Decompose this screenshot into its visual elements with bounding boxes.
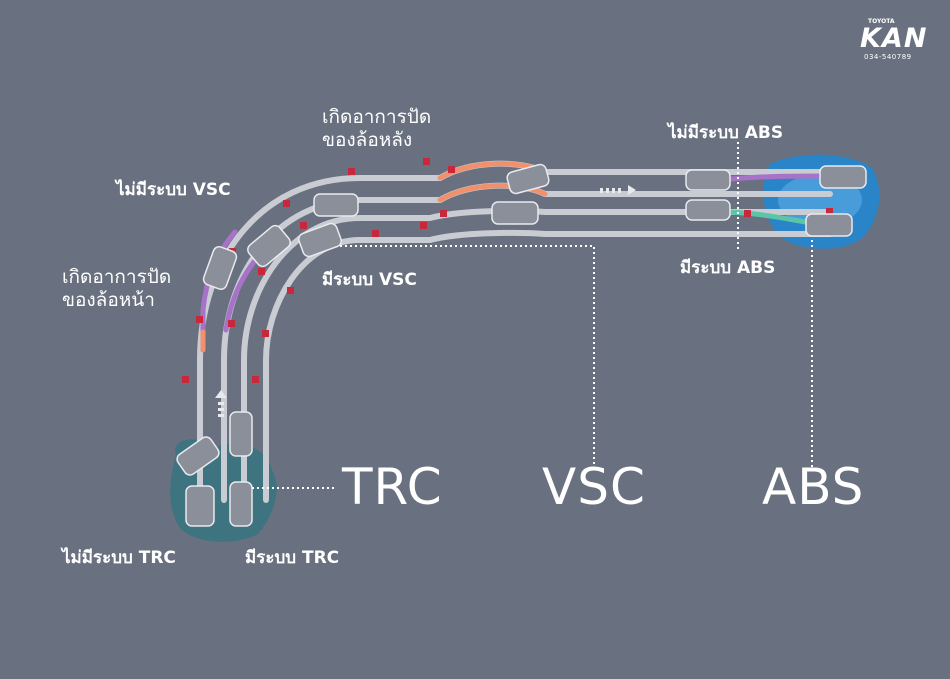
car — [229, 481, 253, 527]
car — [491, 201, 539, 225]
road-lane-4 — [263, 229, 833, 503]
with-abs-label: มีระบบ ABS — [680, 258, 776, 278]
rear-skid-line-2: ของล้อหลัง — [322, 128, 413, 151]
car — [313, 193, 359, 217]
logo-phone: 034-540789 — [864, 53, 912, 61]
front-skid-line-1: เกิดอาการปัด — [62, 266, 172, 288]
no-trc-label: ไม่มีระบบ TRC — [62, 548, 176, 568]
car — [506, 163, 550, 195]
vsc-title: VSC — [542, 458, 646, 516]
rear-skid-label: เกิดอาการปัด ของล้อหลัง — [322, 106, 431, 152]
with-vsc-label: มีระบบ VSC — [322, 270, 417, 290]
rear-skid-line-1: เกิดอาการปัด — [322, 106, 432, 128]
rear-skid-trail-2 — [437, 183, 548, 203]
abs-no-trail — [717, 173, 833, 183]
car — [185, 485, 215, 527]
abs-title: ABS — [762, 458, 865, 516]
kan-logo: TOYOTA KAN 034-540789 — [856, 18, 936, 62]
with-trc-label: มีระบบ TRC — [245, 548, 340, 568]
car — [202, 246, 238, 290]
no-abs-label: ไม่มีระบบ ABS — [668, 123, 784, 143]
car — [247, 224, 291, 268]
logo-brand: TOYOTA — [868, 18, 895, 25]
trc-title: TRC — [342, 458, 443, 516]
front-skid-label: เกิดอาการปัด ของล้อหน้า — [62, 266, 171, 312]
front-skid-line-2: ของล้อหน้า — [62, 288, 155, 311]
car — [819, 165, 867, 189]
car — [298, 222, 342, 258]
car — [805, 213, 853, 237]
logo-name: KAN — [860, 23, 928, 54]
car — [685, 199, 731, 221]
car — [176, 436, 220, 476]
car — [685, 169, 731, 191]
car — [229, 411, 253, 457]
no-vsc-label: ไม่มีระบบ VSC — [116, 180, 231, 200]
road-lane-3 — [241, 207, 833, 503]
